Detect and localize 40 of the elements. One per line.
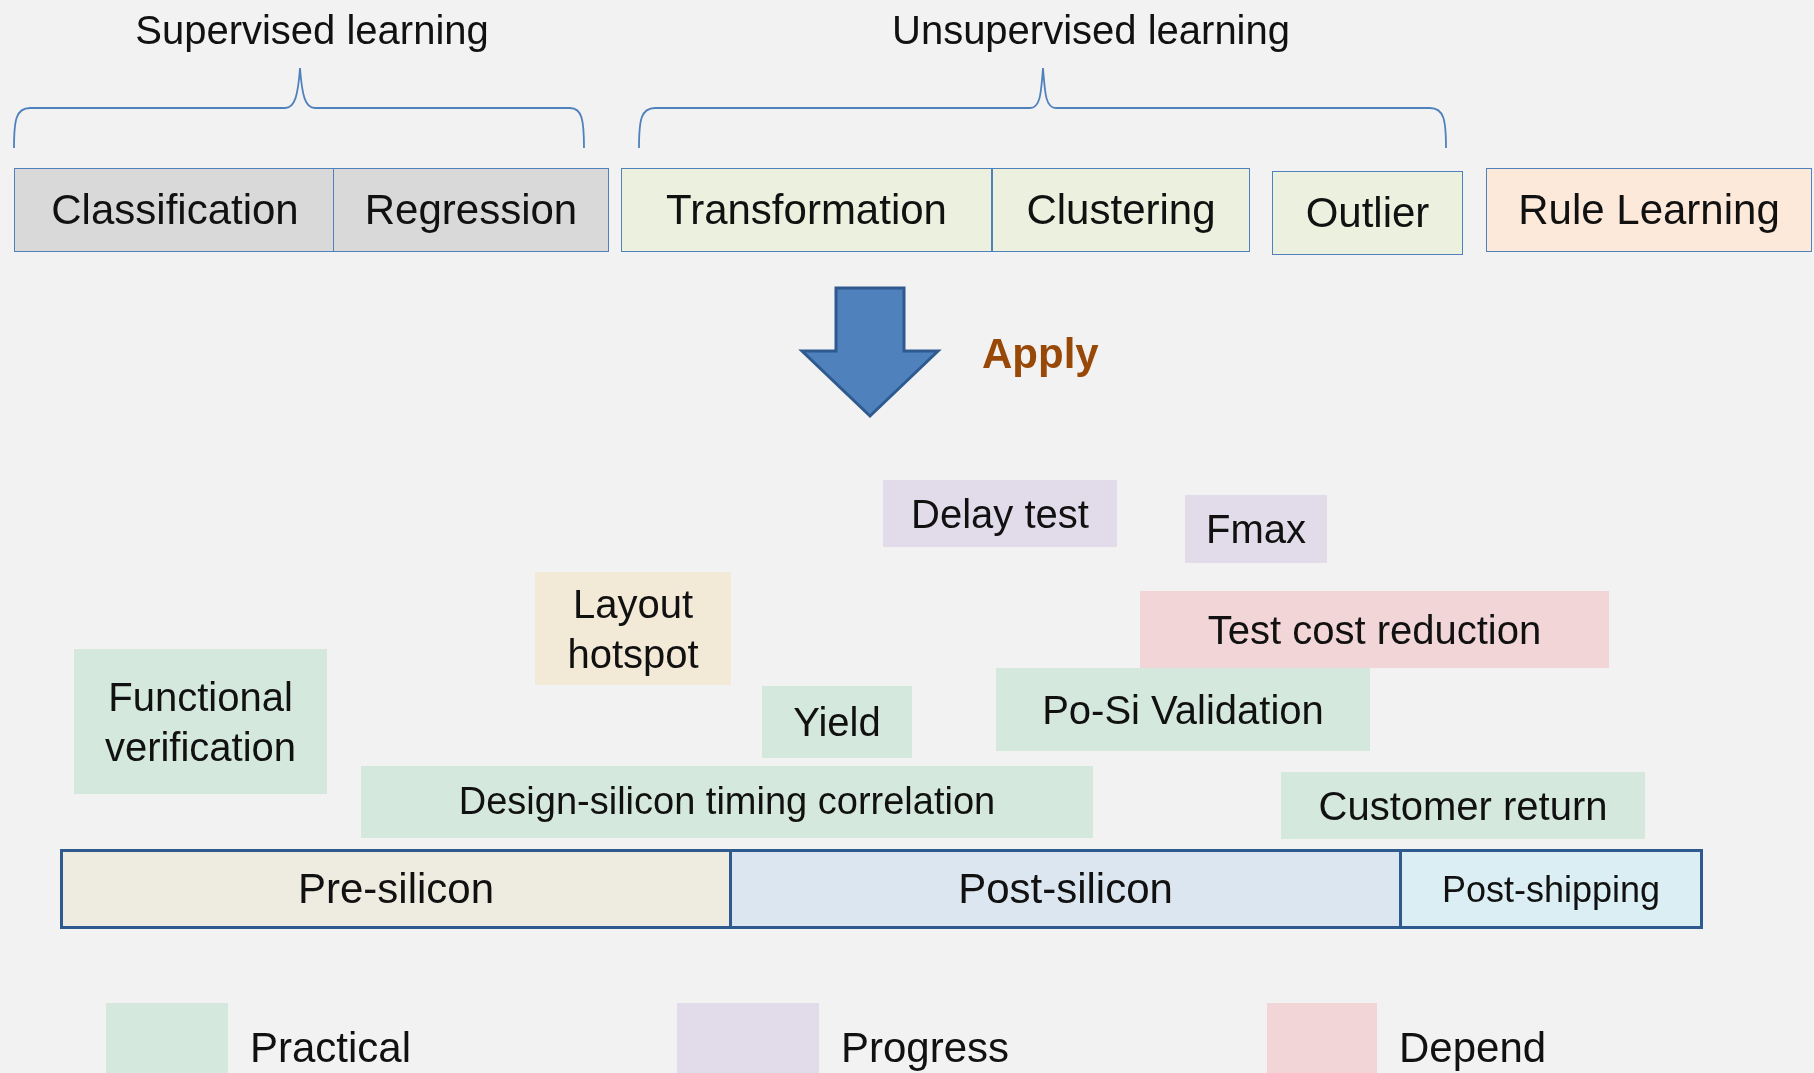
node-text: Clustering	[1026, 184, 1216, 235]
legend-text: Progress	[841, 1023, 1010, 1072]
node-text: Delay test	[911, 490, 1089, 538]
node-text: Functional verification	[103, 673, 298, 771]
application-box	[74, 649, 327, 794]
method-box	[992, 168, 1250, 252]
node-text: Regression	[364, 184, 578, 235]
application-box	[361, 766, 1093, 838]
node-text: Classification	[51, 184, 299, 235]
group-label: Unsupervised learning	[892, 8, 1290, 53]
group-label: Supervised learning	[135, 8, 489, 53]
node-text: Pre-silicon	[297, 863, 495, 914]
application-box	[762, 686, 912, 758]
application-box	[996, 668, 1370, 751]
legend-text: Practical	[250, 1023, 412, 1072]
node-text: Po-Si Validation	[1042, 686, 1324, 734]
phase-segment	[729, 849, 1402, 929]
method-box	[14, 168, 336, 252]
phase-segment	[1399, 849, 1703, 929]
method-box	[1272, 171, 1463, 255]
application-box	[535, 572, 731, 685]
node-text: Customer return	[1318, 782, 1608, 830]
method-box	[1486, 168, 1812, 252]
node-text: Outlier	[1305, 187, 1430, 238]
legend-text: Depend	[1399, 1023, 1547, 1072]
node-text: Post-shipping	[1441, 867, 1661, 912]
node-text: Post-silicon	[958, 863, 1173, 914]
node-text: Test cost reduction	[1207, 606, 1542, 654]
node-text: Fmax	[1206, 506, 1306, 553]
node-text: Design-silicon timing correlation	[458, 779, 996, 825]
application-box	[1140, 591, 1609, 668]
node-text: Rule Learning	[1518, 184, 1780, 235]
method-box	[621, 168, 992, 252]
node-text: Transformation	[666, 184, 947, 235]
method-box	[333, 168, 609, 252]
application-box	[1281, 772, 1645, 839]
node-text: Yield	[793, 699, 881, 746]
phase-segment	[60, 849, 732, 929]
node-text: Layout hotspot	[566, 580, 700, 678]
arrow-label: Apply	[982, 330, 1099, 378]
